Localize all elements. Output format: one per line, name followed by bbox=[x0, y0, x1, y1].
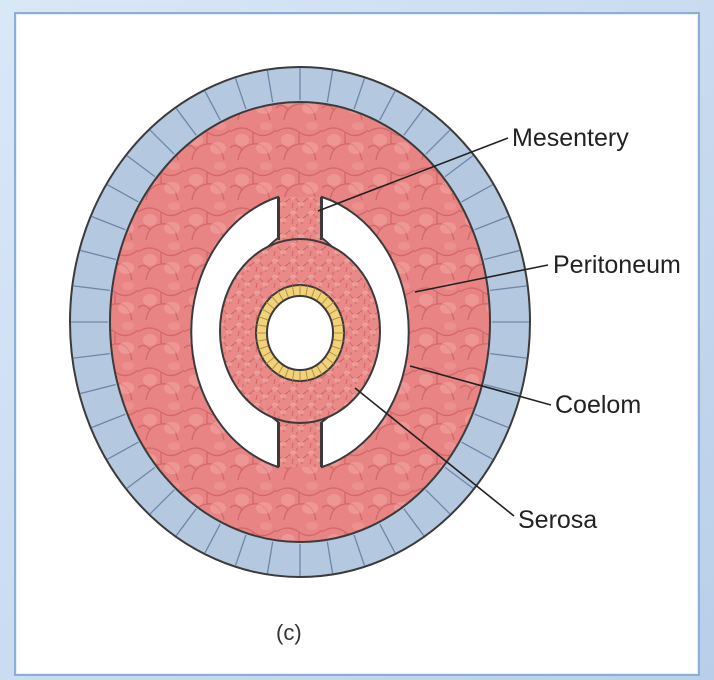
label-peritoneum: Peritoneum bbox=[553, 251, 681, 279]
label-mesentery: Mesentery bbox=[512, 124, 629, 152]
gut-lumen bbox=[256, 285, 344, 381]
label-serosa: Serosa bbox=[518, 506, 597, 534]
figure-caption: (c) bbox=[276, 620, 302, 645]
label-coelom: Coelom bbox=[555, 391, 641, 419]
